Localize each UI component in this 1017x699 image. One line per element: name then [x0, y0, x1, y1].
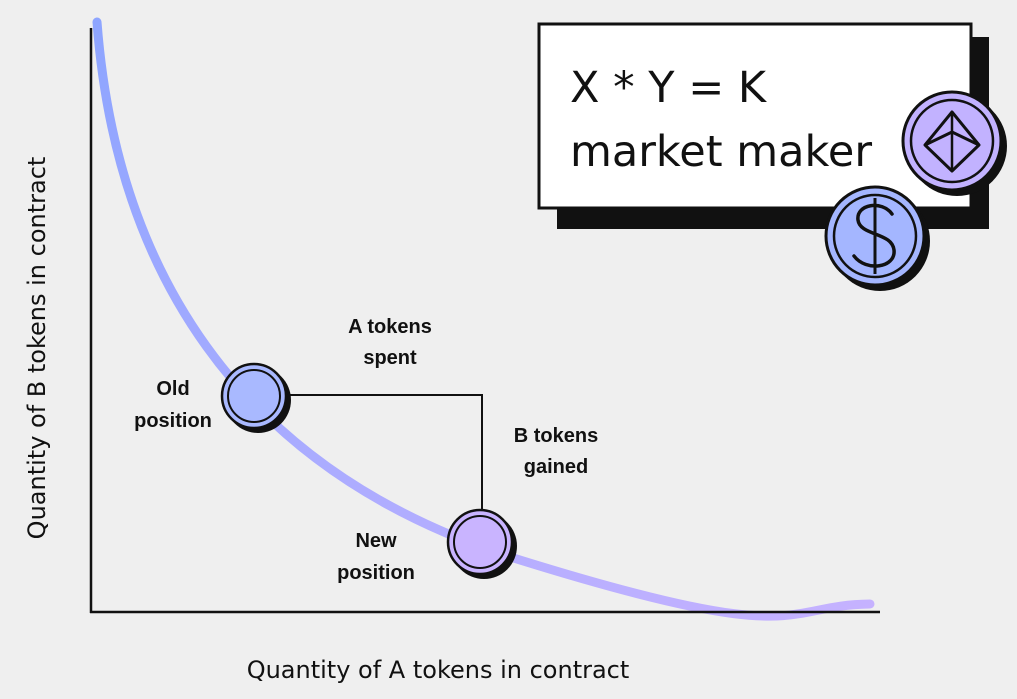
- x-axis-title: Quantity of A tokens in contract: [247, 656, 630, 684]
- a-tokens-spent-label-line2: spent: [363, 347, 417, 369]
- new-position-label-line2: position: [337, 562, 415, 584]
- b-tokens-gained-label-line2: gained: [524, 456, 588, 478]
- old-position-label-line2: position: [134, 410, 212, 432]
- new-position-marker: [446, 508, 517, 579]
- old-position-marker: [220, 362, 291, 433]
- old-position-label-line1: Old: [156, 378, 189, 400]
- ethereum-coin-icon: [901, 90, 1007, 196]
- b-tokens-gained-label-line1: B tokens: [514, 425, 598, 447]
- formula-text: X * Y = K: [570, 63, 768, 113]
- dollar-coin-icon: [824, 185, 930, 291]
- new-position-label-line1: New: [355, 530, 397, 552]
- a-tokens-spent-label-line1: A tokens: [348, 316, 432, 338]
- formula-subtitle: market maker: [570, 127, 872, 177]
- y-axis-title: Quantity of B tokens in contract: [23, 157, 51, 540]
